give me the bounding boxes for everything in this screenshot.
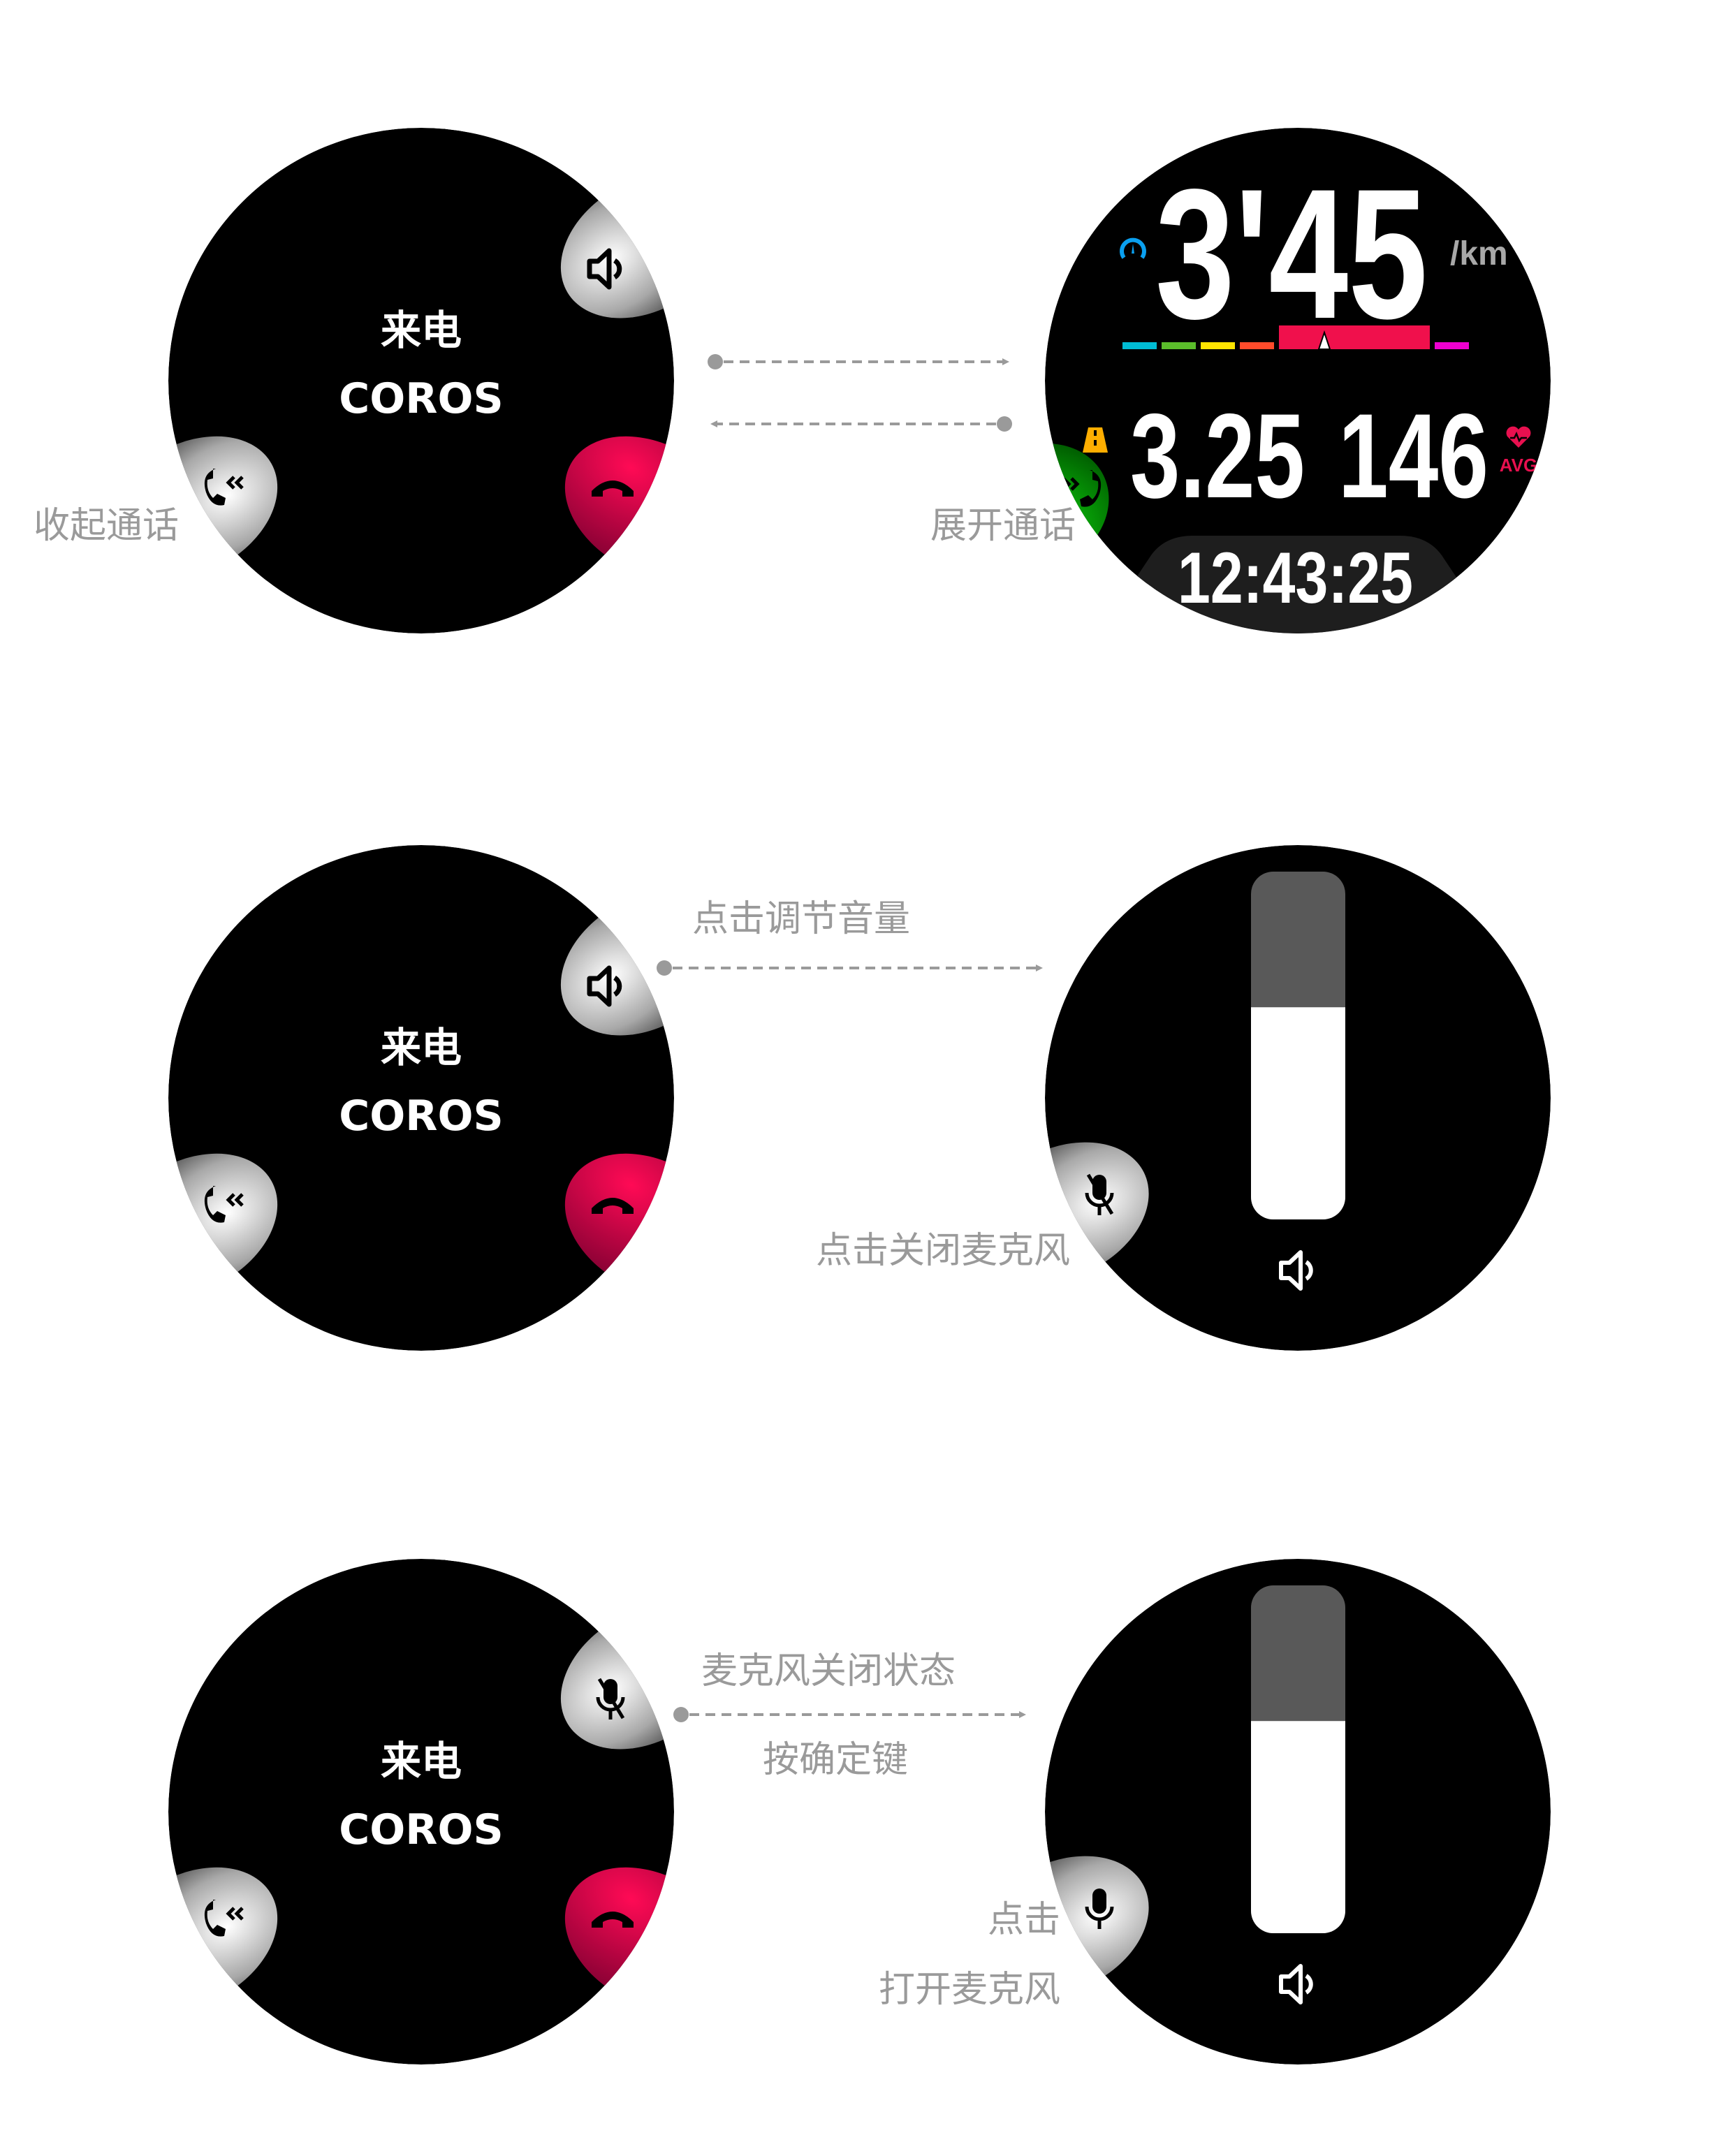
watch-volume-screen xyxy=(1045,845,1551,1351)
pace-zone-segment xyxy=(1279,325,1430,349)
volume-fill xyxy=(1251,1721,1345,1933)
adjust-volume-label: 点击调节音量 xyxy=(692,899,910,939)
caller-name: COROS xyxy=(339,374,503,423)
distance-icon xyxy=(1083,427,1108,453)
pace-zone-segment xyxy=(1122,342,1157,349)
unmute-label-line2: 打开麦克风 xyxy=(879,1970,1060,2010)
watch-incoming-call-2: 来电 COROS xyxy=(168,845,674,1351)
confirm-key-arrow xyxy=(673,1707,1026,1722)
pace-zone-segment xyxy=(1435,342,1469,349)
heart-rate-icon xyxy=(1506,426,1531,448)
pace-zone-segment xyxy=(1240,342,1274,349)
unmute-label-line1: 点击 xyxy=(988,1900,1060,1940)
mute-mic-label: 点击关闭麦克风 xyxy=(816,1231,1070,1271)
pace-zone-bar xyxy=(1122,325,1469,350)
expand-call-label: 展开通话 xyxy=(930,506,1076,546)
volume-arrow xyxy=(657,960,1043,976)
confirm-key-label: 按确定键 xyxy=(763,1740,908,1780)
collapse-call-label: 收起通话 xyxy=(34,506,179,546)
watch-incoming-call-mic-off: 来电 COROS xyxy=(168,1559,674,2065)
call-title: 来电 xyxy=(381,307,462,354)
watch-volume-screen-mic-off xyxy=(1045,1559,1551,2065)
volume-slider[interactable] xyxy=(1251,1585,1345,1933)
pace-zone-segment xyxy=(1162,342,1196,349)
watch-incoming-call-1: 来电 COROS xyxy=(168,128,674,633)
collapse-arrow xyxy=(710,416,1012,432)
hr-avg-label: AVG xyxy=(1500,455,1537,476)
volume-fill xyxy=(1251,1007,1345,1219)
distance-value: 3.25 xyxy=(1130,389,1305,523)
time-band xyxy=(1123,536,1470,633)
pace-unit: /km xyxy=(1450,235,1508,272)
pace-marker xyxy=(1317,330,1331,350)
call-title: 来电 xyxy=(381,1024,462,1071)
pace-zone-segment xyxy=(1201,342,1235,349)
pace-value: 3'45 xyxy=(1155,151,1428,358)
caller-name: COROS xyxy=(339,1092,503,1141)
pace-icon xyxy=(1120,237,1146,259)
elapsed-time: 12:43:25 xyxy=(1178,538,1413,619)
mic-off-state-label: 麦克风关闭状态 xyxy=(701,1651,956,1692)
caller-name: COROS xyxy=(339,1805,503,1854)
heart-rate-value: 146 xyxy=(1338,389,1488,523)
expand-arrow xyxy=(708,354,1009,369)
volume-slider[interactable] xyxy=(1251,872,1345,1219)
watch-workout-screen: 3'45 /km 3.25 146 AVG 12:43:25 xyxy=(1045,128,1551,633)
call-title: 来电 xyxy=(381,1738,462,1785)
